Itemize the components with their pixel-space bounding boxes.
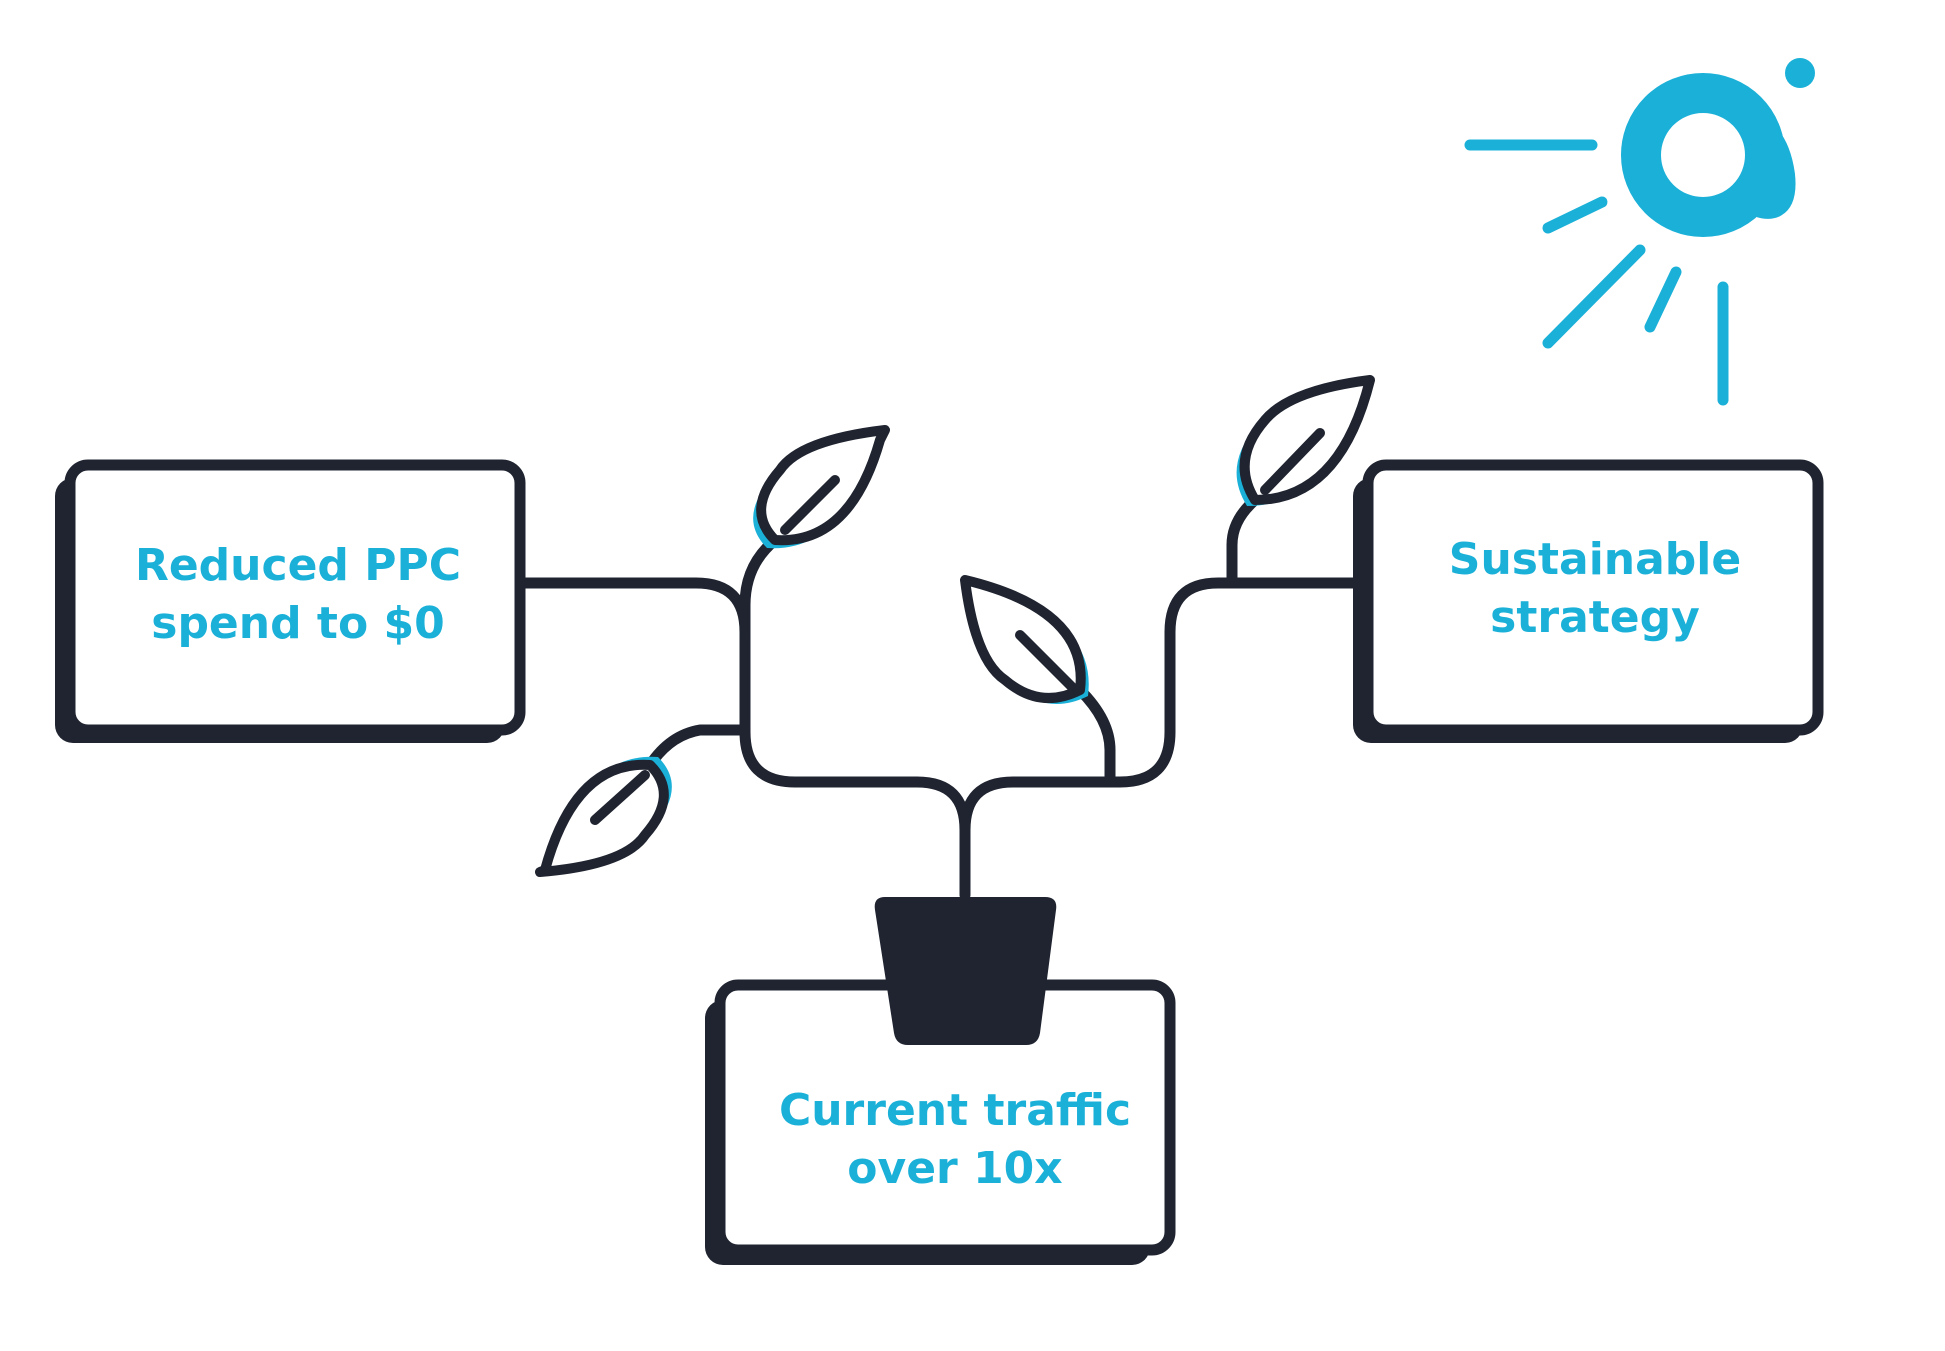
box-current-traffic-line1: Current traffic bbox=[779, 1085, 1131, 1136]
plant-pot-icon bbox=[874, 897, 1057, 1045]
right-branch bbox=[1226, 494, 1261, 589]
box-reduced-ppc: Reduced PPC spend to $0 bbox=[55, 459, 526, 743]
left-lower-branch bbox=[644, 724, 751, 771]
left-trunk-branch bbox=[519, 577, 971, 836]
box-current-traffic: Current traffic over 10x bbox=[705, 979, 1176, 1265]
plant-stems bbox=[519, 494, 1366, 901]
box-sustainable-strategy-line1: Sustainable bbox=[1449, 534, 1741, 585]
box-current-traffic-line2: over 10x bbox=[847, 1143, 1062, 1194]
leaf-center bbox=[960, 575, 1089, 704]
left-upper-branch bbox=[739, 534, 781, 636]
box-sustainable-strategy-line2: strategy bbox=[1490, 592, 1700, 643]
box-sustainable-strategy: Sustainable strategy bbox=[1353, 459, 1824, 743]
leaf-right bbox=[1236, 375, 1375, 506]
center-branch bbox=[1074, 684, 1116, 788]
sun-icon bbox=[1464, 58, 1815, 406]
box-reduced-ppc-line2: spend to $0 bbox=[151, 598, 444, 649]
leaf-upper-left bbox=[753, 425, 890, 549]
leaf-lower-left bbox=[535, 756, 672, 877]
main-trunk bbox=[959, 577, 1366, 901]
box-reduced-ppc-line1: Reduced PPC bbox=[135, 540, 461, 591]
